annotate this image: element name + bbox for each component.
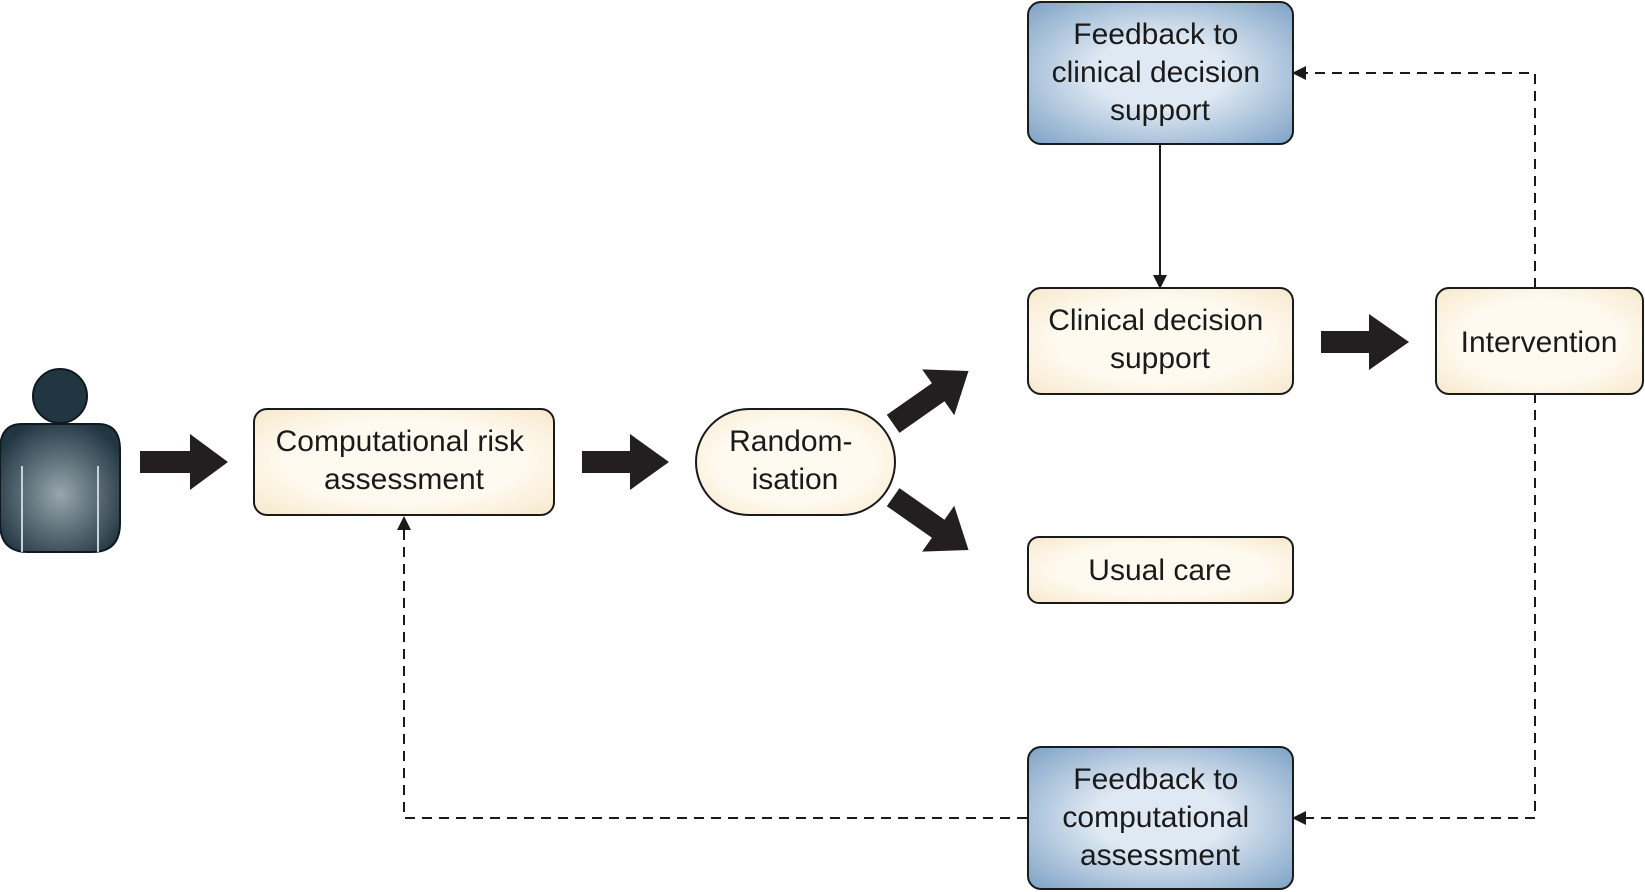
- feedback-clinical-label: Feedback to clinical decision support: [1052, 18, 1269, 127]
- clinical-decision-support-label: Clinical decision support: [1048, 304, 1271, 375]
- intervention-label: Intervention: [1461, 326, 1618, 359]
- randomisation-label: Random- isation: [729, 425, 861, 496]
- feedback-computational-box: [1027, 746, 1294, 890]
- intervention-box: [1435, 287, 1644, 395]
- usual-care-box: [1027, 536, 1294, 604]
- computational-risk-assessment-box: [253, 408, 555, 516]
- person-icon: [0, 368, 121, 553]
- computational-risk-assessment-label: Computational risk assessment: [276, 425, 533, 496]
- arrow-person-to-risk: [140, 434, 228, 490]
- arrow-randomisation-to-cds: [886, 369, 969, 433]
- arrow-risk-to-randomisation: [582, 434, 669, 490]
- feedback-computational-label: Feedback to computational assessment: [1062, 763, 1257, 872]
- clinical-decision-support-box: [1027, 287, 1294, 395]
- arrow-randomisation-to-usual-care: [886, 488, 969, 552]
- dashed-intervention-to-feedback-computational: [1292, 393, 1536, 825]
- randomisation-box: [695, 408, 896, 516]
- arrow-cds-to-intervention: [1321, 314, 1409, 370]
- dashed-intervention-to-feedback-clinical: [1292, 66, 1536, 288]
- dashed-feedback-computational-to-risk: [397, 516, 1027, 819]
- feedback-clinical-box: [1027, 1, 1294, 145]
- usual-care-label: Usual care: [1088, 554, 1231, 587]
